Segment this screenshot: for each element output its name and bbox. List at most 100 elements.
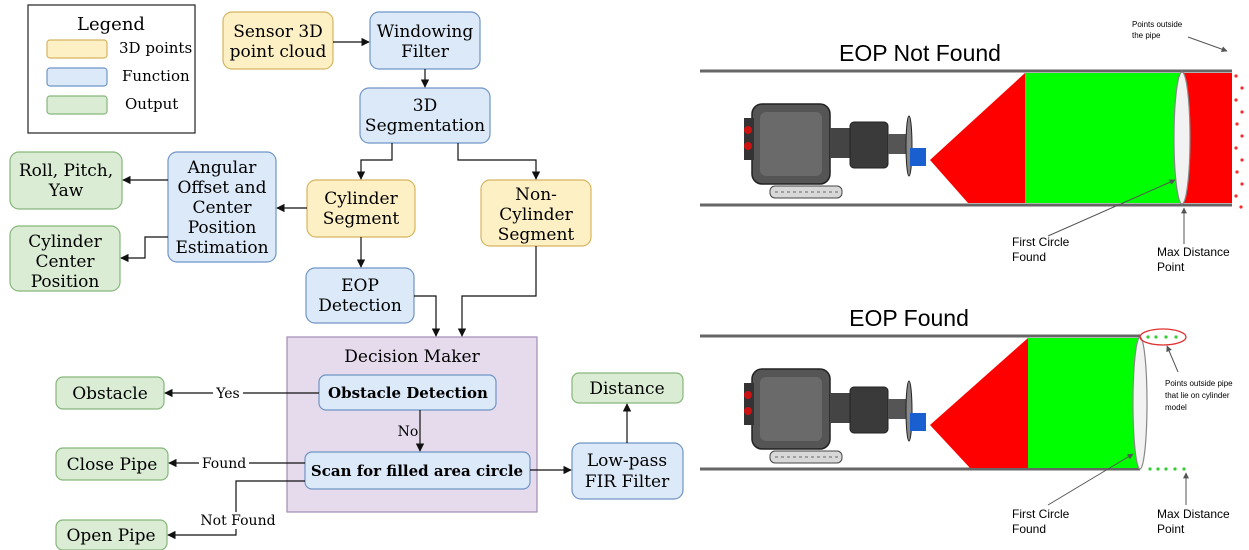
text-line: Found (1012, 522, 1046, 536)
text-line: Position (188, 218, 257, 238)
text-line: Offset and (177, 178, 266, 198)
distance-label: Distance (589, 379, 664, 399)
legend-label-function: Function (122, 67, 190, 85)
close-pipe-label: Close Pipe (67, 455, 158, 475)
text-line: Cylinder (499, 205, 573, 225)
text-line: Segment (323, 209, 400, 229)
points-outside-note: Points outside pipe that lie on cylinder m… (1165, 379, 1233, 412)
obstacle-node (55, 376, 165, 410)
text-line: that lie on cylinder (1165, 391, 1230, 400)
roll-pitch-yaw-node (9, 151, 123, 210)
text-line: Max Distance (1157, 245, 1230, 259)
cylinder-green-zone (1025, 73, 1182, 203)
panel-found-title: EOP Found (849, 305, 969, 331)
legend-swatch-function (46, 67, 108, 87)
text-line: Cylinder (324, 189, 398, 209)
text-line: Position (31, 272, 100, 292)
text-line: Angular (187, 158, 258, 178)
text-line: Cylinder (28, 232, 102, 252)
outside-points-red (1234, 74, 1244, 209)
outside-points-highlight (1139, 328, 1187, 346)
found-label: Found (202, 456, 246, 472)
robot-crawler-top (744, 103, 926, 199)
arrow-segmentation-to-cylinder (356, 143, 393, 180)
text-line: First Circle (1012, 507, 1070, 521)
text-line: Segmentation (365, 116, 485, 136)
panel-not-found-title: EOP Not Found (839, 40, 1001, 66)
legend-label-points: 3D points (119, 39, 192, 57)
not-found-label: Not Found (200, 513, 275, 529)
arrow-eop-to-decision (414, 295, 441, 337)
text-line: Found (1012, 250, 1046, 264)
roll-pitch-yaw-label: Roll, Pitch,Yaw (19, 161, 113, 201)
text-line: point cloud (230, 42, 327, 62)
scan-cone (930, 338, 1028, 468)
arrow-scan-to-open-pipe (167, 480, 305, 540)
arrow-angular-to-center (120, 236, 168, 263)
open-pipe-node (55, 519, 168, 550)
points-outside-note: Points outside the pipe (1132, 20, 1183, 40)
first-circle (1173, 71, 1191, 205)
angular-offset-node (167, 151, 277, 263)
close-pipe-node (55, 447, 169, 481)
connector-labels: Yes No Found Not Found (196, 385, 418, 529)
text-line: Points outside pipe (1165, 379, 1233, 388)
text-line: Points outside (1132, 20, 1183, 29)
points-outside-arrow (1187, 36, 1228, 52)
yes-label: Yes (215, 386, 240, 402)
arrow-segmentation-to-noncylinder (457, 143, 541, 180)
points-outside-arrow (1166, 345, 1179, 373)
text-line: Roll, Pitch, (19, 161, 113, 181)
open-pipe-label: Open Pipe (66, 526, 155, 546)
segmentation-node (359, 87, 491, 144)
text-line: Max Distance (1157, 507, 1230, 521)
text-line: Center (35, 252, 95, 272)
obstacle-label: Obstacle (72, 384, 148, 404)
obstacle-detection-label: Obstacle Detection (328, 384, 488, 402)
first-circle-arrow (1047, 453, 1134, 506)
cylinder-center-node (9, 225, 121, 292)
first-circle-arrow (1047, 179, 1176, 237)
decision-maker-title: Decision Maker (344, 347, 480, 367)
text-line: Detection (318, 296, 402, 316)
legend-title: Legend (77, 14, 145, 35)
first-circle (1132, 336, 1148, 470)
distance-node (571, 372, 684, 404)
outside-points-green-top (1146, 335, 1178, 339)
text-line: 3D (413, 96, 437, 116)
text-line: Estimation (175, 238, 268, 258)
text-line: Point (1157, 522, 1185, 536)
text-line: Segment (498, 225, 575, 245)
text-line: Non- (515, 185, 557, 205)
text-line: EOP (341, 276, 379, 296)
legend-swatch-output (46, 95, 108, 115)
text-line: Yaw (48, 181, 84, 201)
no-label: No (398, 424, 419, 440)
text-line: model (1165, 403, 1187, 412)
scan-filled-circle-label: Scan for filled area circle (311, 462, 523, 480)
text-line: Windowing (377, 22, 474, 42)
text-line: Sensor 3D (233, 22, 323, 42)
robot-crawler-bottom (744, 368, 926, 464)
text-line: Center (192, 198, 252, 218)
text-line: First Circle (1012, 235, 1070, 249)
flow-connectors (120, 37, 632, 540)
text-line: Low-pass (587, 451, 667, 471)
text-line: the pipe (1132, 31, 1161, 40)
